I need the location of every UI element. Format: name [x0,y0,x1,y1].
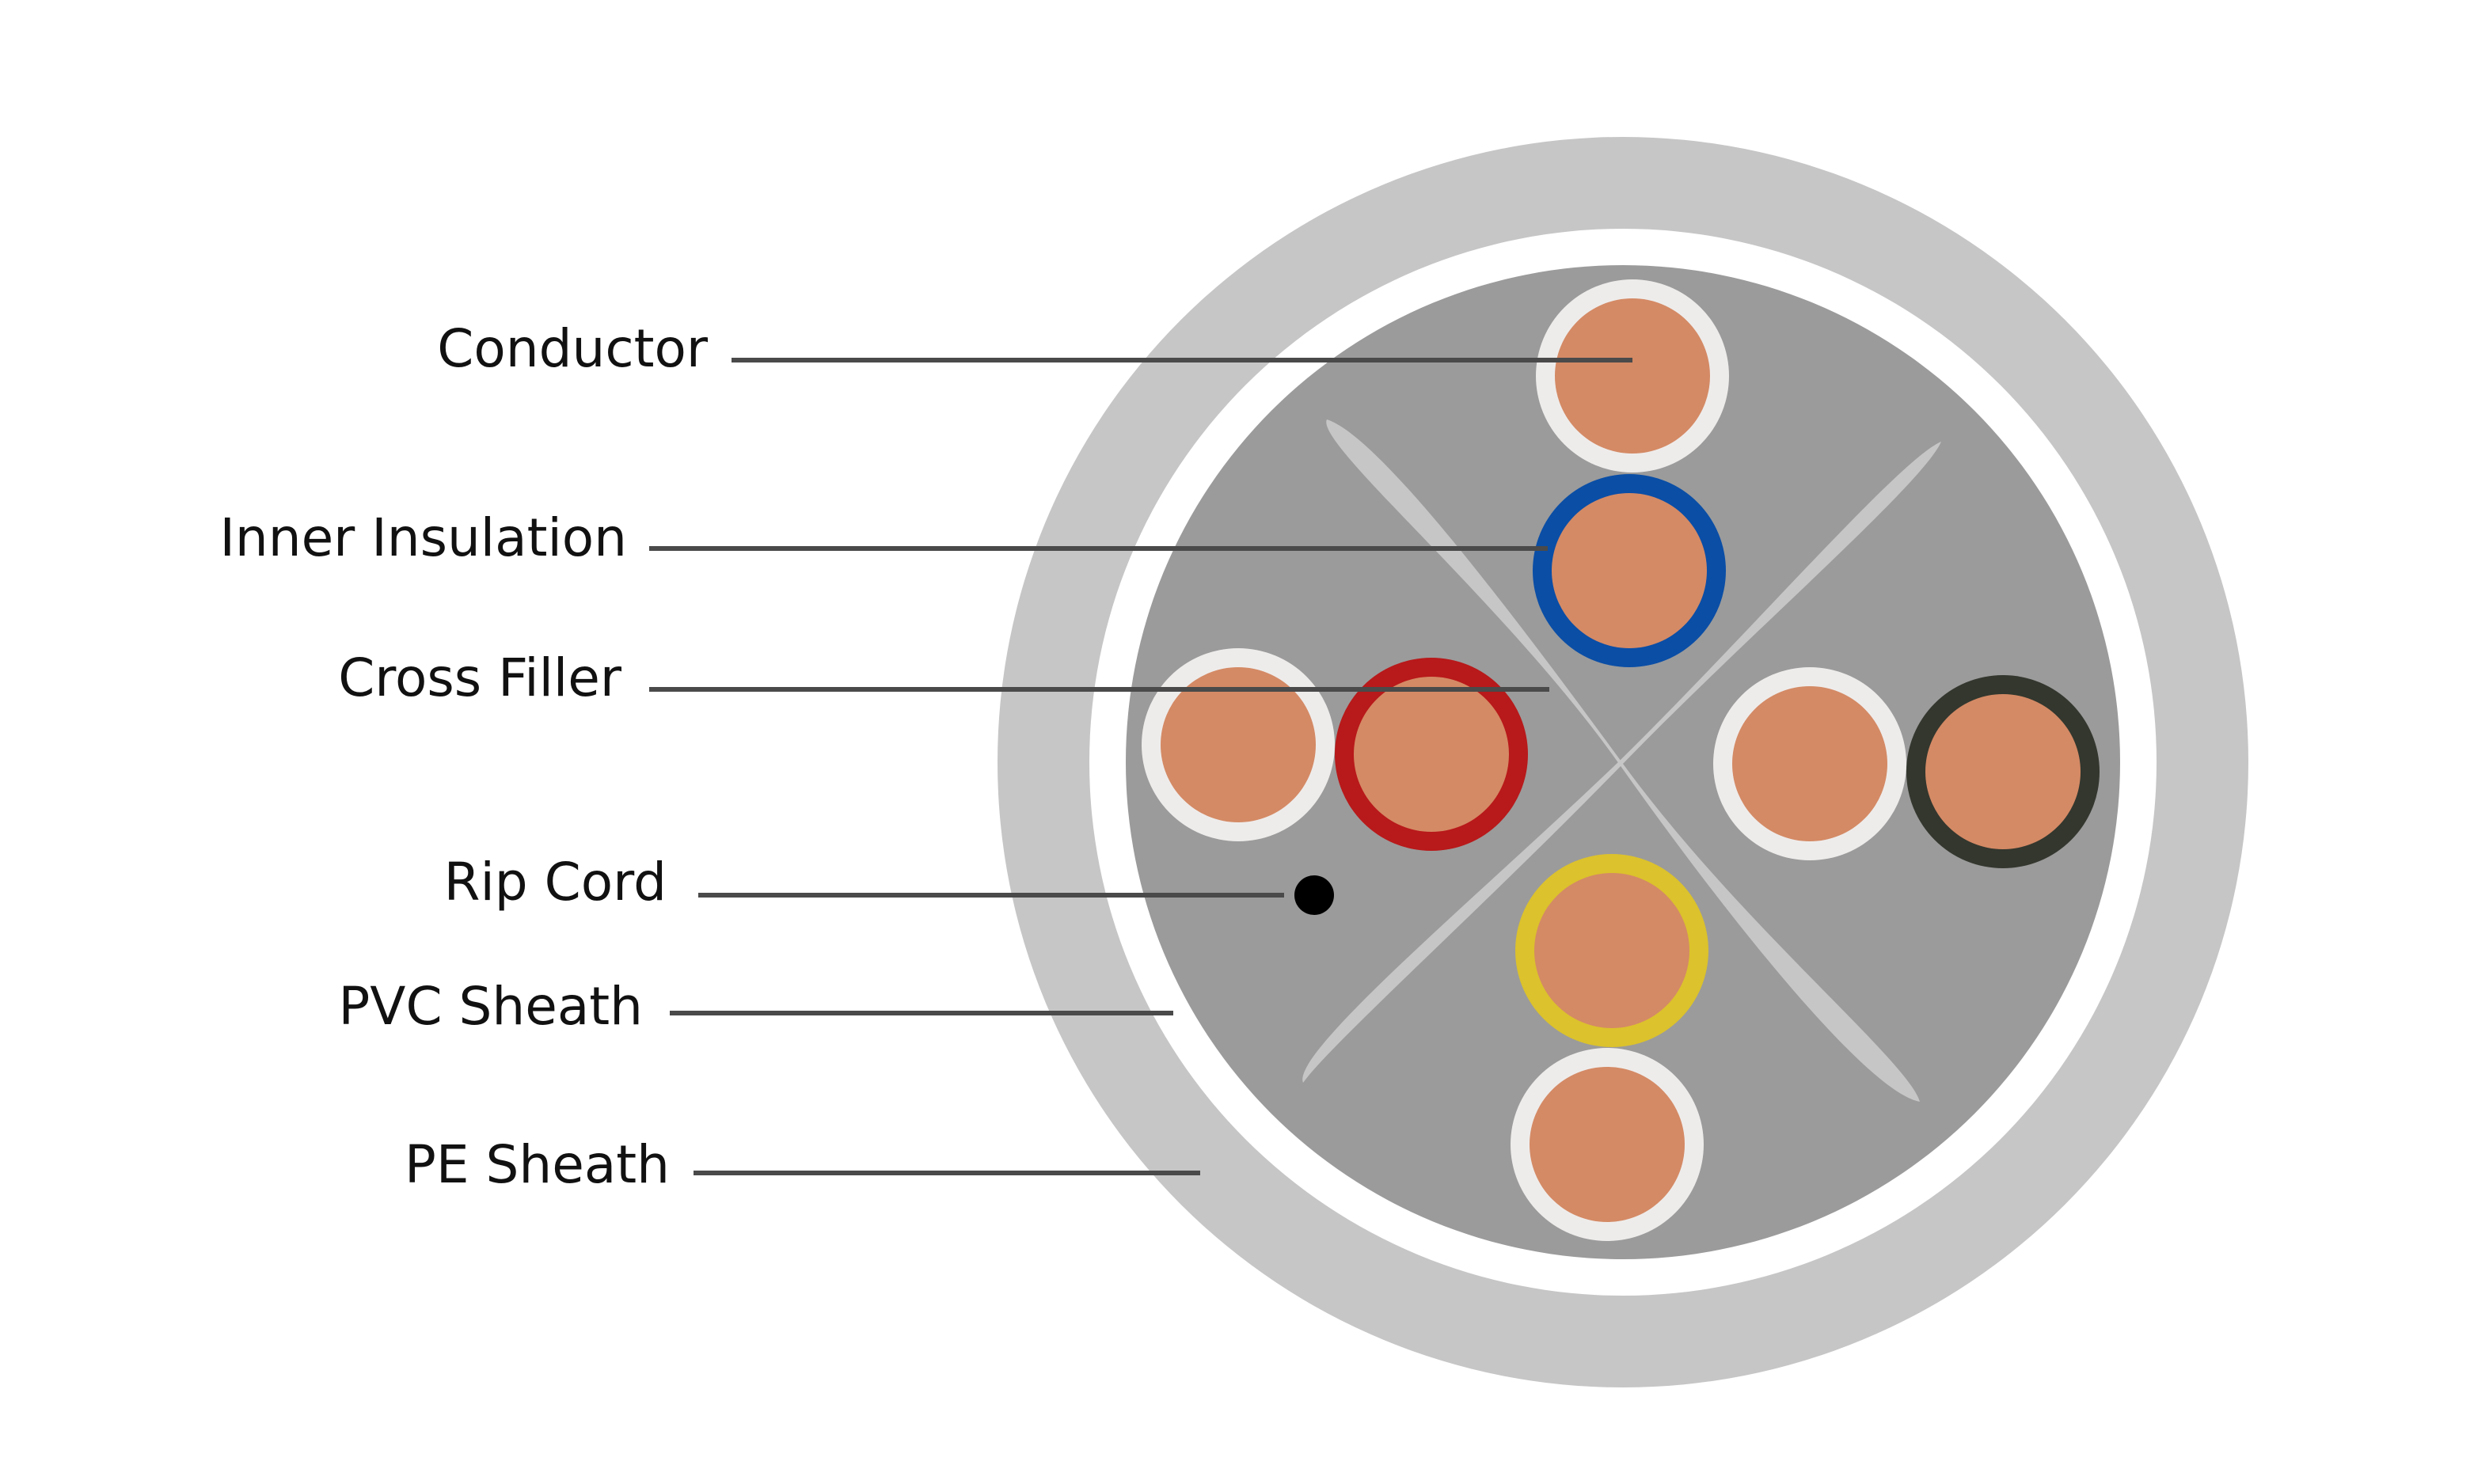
label-pe-sheath: PE Sheath [405,1134,670,1195]
conductor [1925,694,2081,849]
conductor [1555,298,1710,454]
conductor [1530,1067,1685,1222]
conductor [1552,493,1707,648]
conductor [1534,873,1689,1028]
cross-filler-arm-2 [1302,442,1941,1083]
conductor [1732,686,1887,841]
rip-cord-dot [1294,875,1334,915]
label-conductor: Conductor [437,318,709,379]
conductor [1161,667,1316,822]
cross-filler-arm-1 [1326,419,1920,1102]
conductor-red [1335,658,1528,851]
label-inner-insulation: Inner Insulation [219,507,627,568]
conductor [1354,677,1509,832]
conductor-right-white [1713,667,1906,860]
conductor-left-white [1142,648,1335,841]
conductor-black [1906,675,2100,868]
conductor-yellow [1515,854,1708,1047]
label-pvc-sheath: PVC Sheath [339,976,644,1037]
conductor-blue [1533,474,1726,667]
label-cross-filler: Cross Filler [338,647,622,708]
label-rip-cord: Rip Cord [444,852,667,913]
conductor-bottom-white [1511,1048,1704,1241]
conductor-top [1536,279,1729,473]
cross-filler [1302,419,1941,1102]
